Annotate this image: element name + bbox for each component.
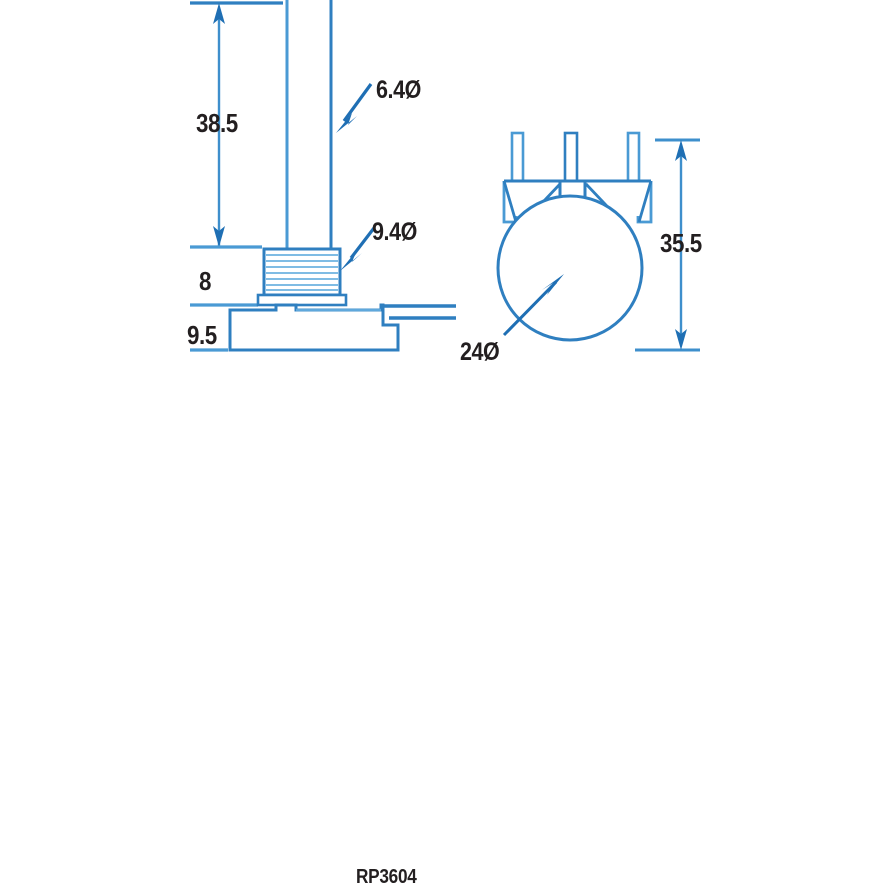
- terminal-pin-right: [626, 131, 641, 183]
- terminal-pin-center: [563, 131, 579, 183]
- arrowhead-35-5-top: [675, 140, 687, 161]
- dimension-label-bushing-height: 8: [199, 266, 212, 296]
- terminal-pins: [510, 131, 641, 183]
- dimension-label-overall-height: 35.5: [660, 228, 702, 258]
- bracket-left-diagonal: [502, 180, 518, 223]
- shaft-outline: [285, 0, 333, 250]
- dimension-label-bushing-diameter: 9.4Ø: [372, 218, 417, 246]
- bracket-right-diagonal: [637, 180, 653, 223]
- arrowhead-38-5-bottom: [213, 226, 225, 247]
- side-elevation-view: [190, 0, 456, 352]
- dimension-label-shaft-diameter: 6.4Ø: [376, 76, 421, 104]
- arrowhead-35-5-bottom: [675, 329, 687, 350]
- front-plan-view: [496, 131, 700, 352]
- threaded-bushing: [262, 247, 342, 297]
- arrowhead-38-5-top: [213, 3, 225, 24]
- side-view-terminals: [381, 304, 456, 325]
- body-housing-outline: [228, 303, 400, 352]
- bracket-right-wing: [636, 181, 653, 224]
- dimension-label-body-diameter: 24Ø: [460, 338, 500, 366]
- dimension-label-body-height: 9.5: [187, 320, 217, 350]
- terminal-pin-left: [510, 131, 525, 183]
- leader-bushing-diameter: [340, 227, 376, 271]
- bushing-flange: [256, 293, 348, 307]
- dimension-label-shaft-length: 38.5: [196, 108, 238, 138]
- leader-shaft-diameter: [336, 83, 373, 133]
- leader-body-diameter: [502, 274, 564, 337]
- figure-caption: RP3604: [356, 866, 417, 888]
